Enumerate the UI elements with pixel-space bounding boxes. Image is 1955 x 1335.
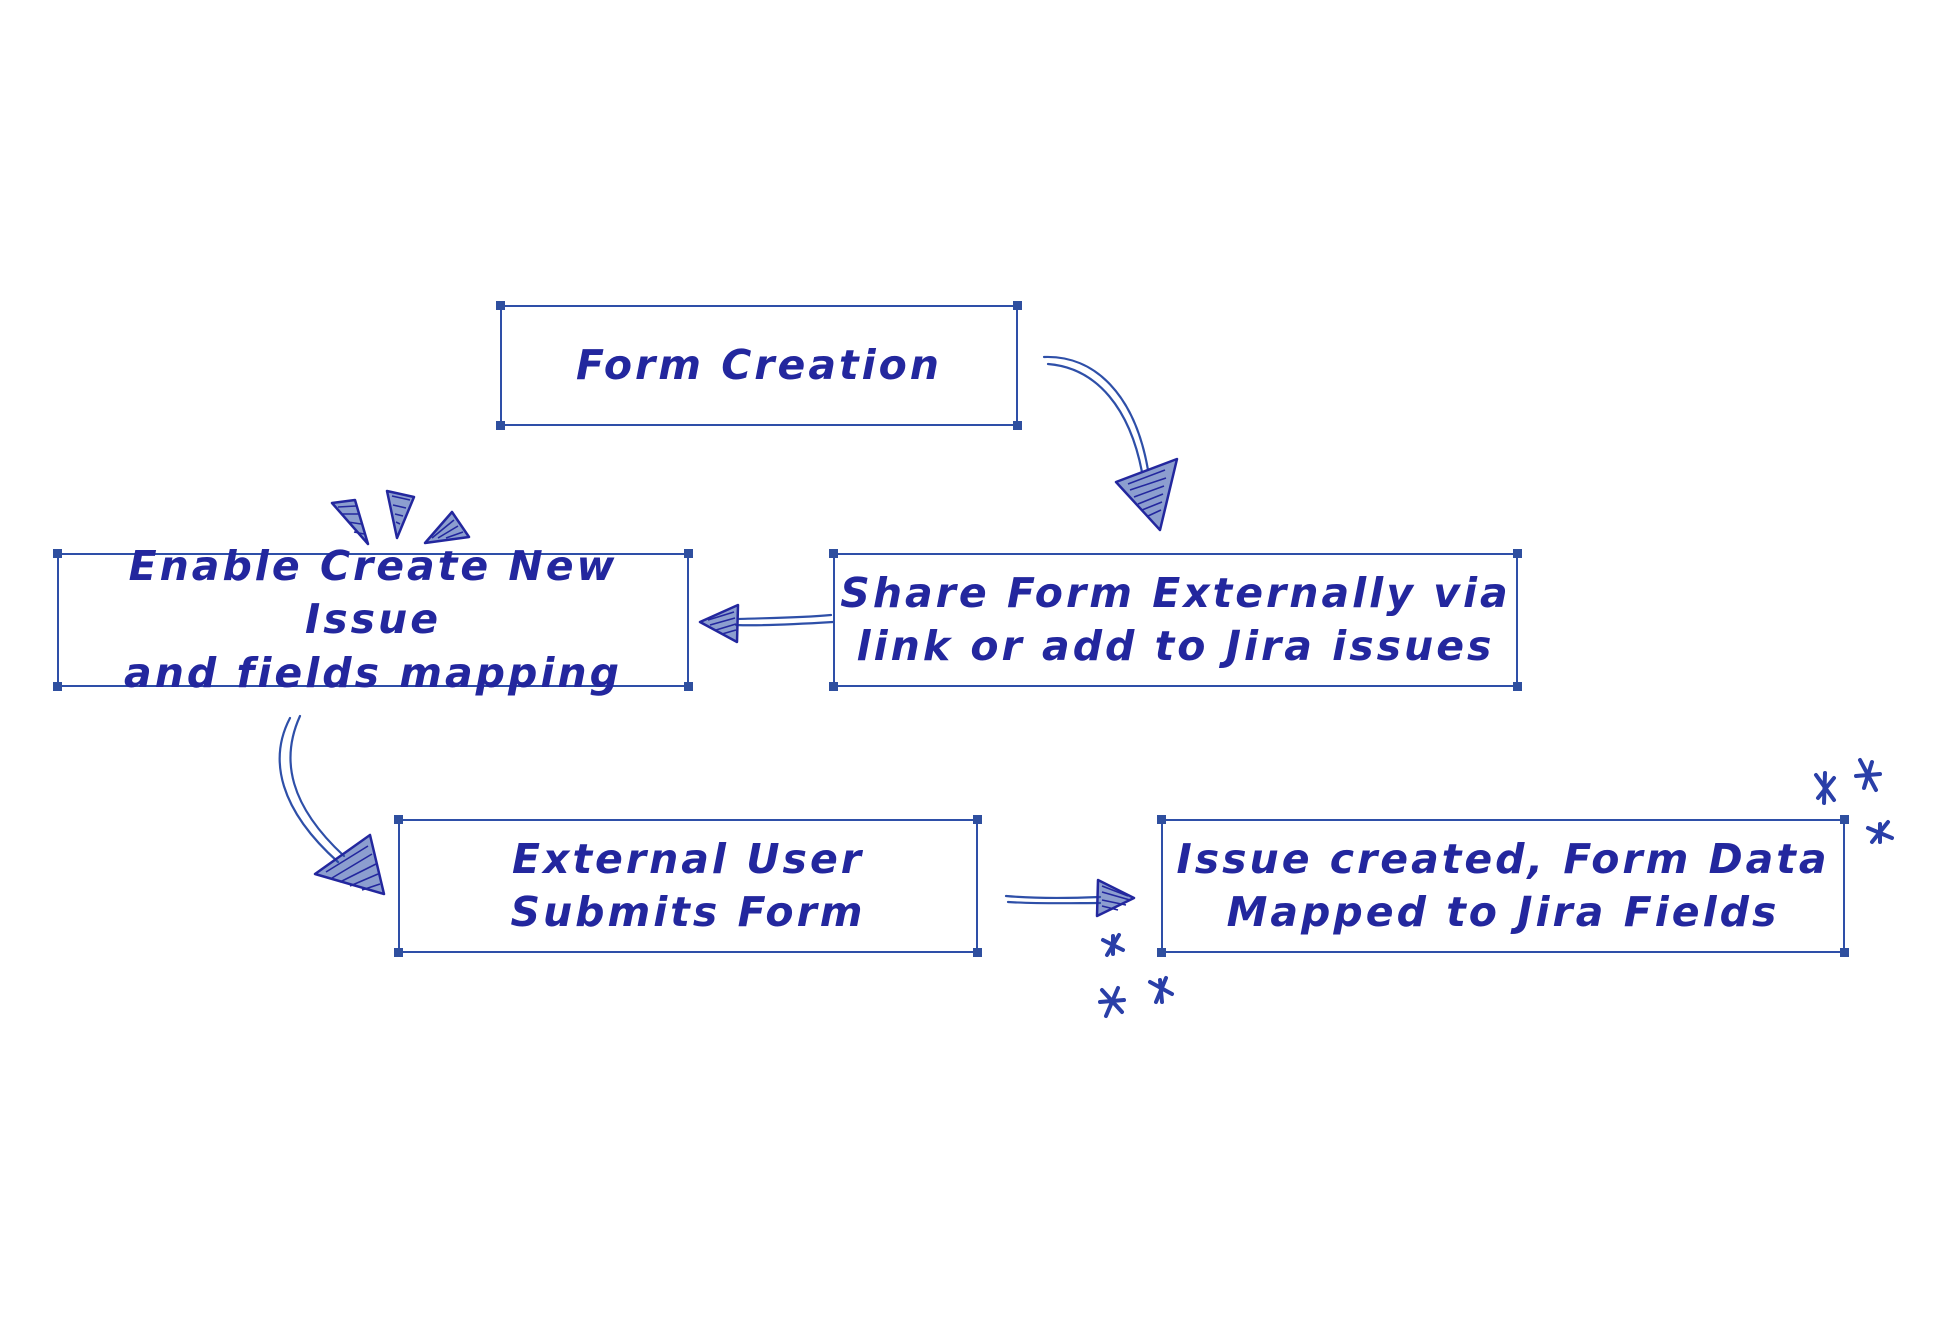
corner-handle [973, 948, 982, 957]
corner-handle [829, 682, 838, 691]
corner-handle [684, 549, 693, 558]
sparkle-stars-bottom-left [1098, 933, 1174, 1018]
corner-handle [1157, 815, 1166, 824]
corner-handle [1513, 682, 1522, 691]
arrow-external-user-to-issue-created [1004, 878, 1136, 918]
corner-handle [496, 421, 505, 430]
node-label-enable-create: Enable Create New Issue and fields mappi… [124, 542, 622, 697]
node-enable-create: Enable Create New Issue and fields mappi… [53, 542, 693, 697]
corner-handle [1513, 549, 1522, 558]
node-label-external-user: External User Submits Form [510, 834, 866, 936]
arrow-share-form-to-enable-create [698, 603, 835, 644]
corner-handle [394, 815, 403, 824]
node-label-share-form: Share Form Externally via link or add to… [840, 568, 1511, 670]
arrow-enable-create-to-external-user [278, 714, 386, 896]
node-share-form: Share Form Externally via link or add to… [829, 549, 1522, 691]
corner-handle [684, 682, 693, 691]
corner-handle [53, 549, 62, 558]
corner-handle [1840, 815, 1849, 824]
corner-handle [1157, 948, 1166, 957]
corner-handle [829, 549, 838, 558]
corner-handle [1013, 301, 1022, 310]
corner-handle [496, 301, 505, 310]
emphasis-marks [330, 489, 471, 546]
node-form-creation: Form Creation [496, 301, 1022, 430]
node-external-user: External User Submits Form [394, 815, 982, 957]
arrow-form-creation-to-share-form [1042, 355, 1179, 532]
corner-handle [973, 815, 982, 824]
corner-handle [1013, 421, 1022, 430]
corner-handle [53, 682, 62, 691]
node-label-issue-created: Issue created, Form Data Mapped to Jira … [1176, 834, 1830, 936]
corner-handle [394, 948, 403, 957]
corner-handle [1840, 948, 1849, 957]
sparkle-stars-top-right [1814, 758, 1894, 844]
node-label-form-creation: Form Creation [576, 340, 942, 389]
node-issue-created: Issue created, Form Data Mapped to Jira … [1157, 815, 1849, 957]
